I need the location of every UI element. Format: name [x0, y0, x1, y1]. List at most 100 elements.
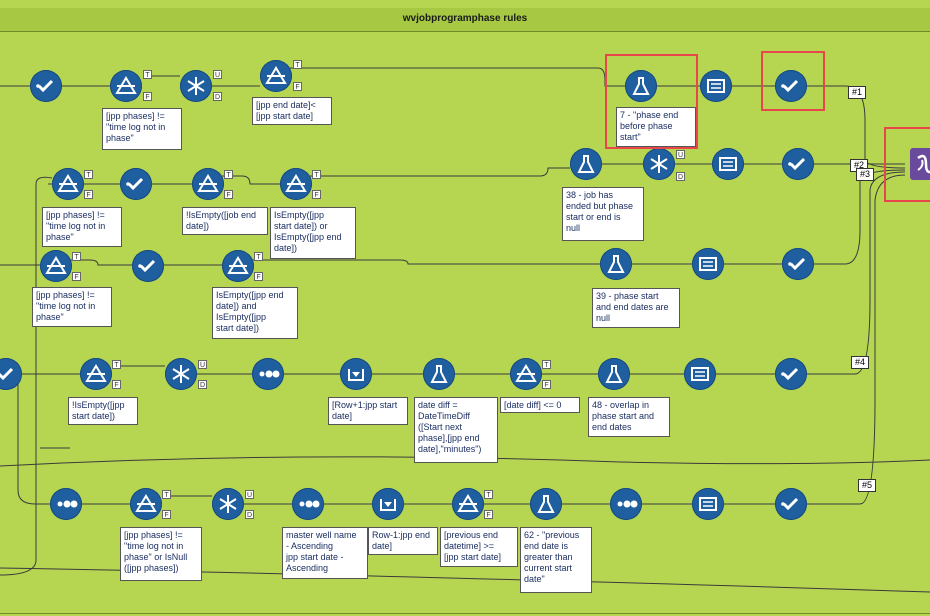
formula-icon[interactable] — [530, 488, 562, 520]
check-icon[interactable] — [120, 168, 152, 200]
check-icon[interactable] — [782, 148, 814, 180]
tool-annotation: !IsEmpty([job end date]) — [182, 207, 268, 235]
dup-anchor[interactable]: D — [245, 510, 254, 519]
formula-icon[interactable] — [423, 358, 455, 390]
check-icon[interactable] — [782, 248, 814, 280]
tool-annotation: [date diff] <= 0 — [500, 397, 580, 413]
unique-anchor[interactable]: U — [198, 360, 207, 369]
sample-icon[interactable] — [610, 488, 642, 520]
browse-icon[interactable] — [684, 358, 716, 390]
unique-anchor[interactable]: U — [245, 490, 254, 499]
check-icon[interactable] — [132, 250, 164, 282]
false-anchor[interactable]: F — [542, 380, 551, 389]
unique-icon[interactable] — [212, 488, 244, 520]
unique-anchor[interactable]: U — [676, 150, 685, 159]
formula-icon[interactable] — [598, 358, 630, 390]
check-icon[interactable] — [775, 358, 807, 390]
tool-annotation: [jpp phases] != "time log not in phase" — [32, 287, 112, 327]
formula-icon[interactable] — [625, 70, 657, 102]
browse-icon[interactable] — [692, 488, 724, 520]
sample-icon[interactable] — [50, 488, 82, 520]
formula-icon[interactable] — [570, 148, 602, 180]
true-anchor[interactable]: T — [542, 360, 551, 369]
container-title-bar[interactable]: wvjobprogramphase rules — [0, 8, 930, 32]
false-anchor[interactable]: F — [254, 272, 263, 281]
filter-icon[interactable] — [222, 250, 254, 282]
sample-icon[interactable] — [292, 488, 324, 520]
false-anchor[interactable]: F — [484, 510, 493, 519]
highlight-box — [605, 54, 698, 149]
tool-annotation: IsEmpty([jpp start date]) or IsEmpty([jp… — [270, 207, 356, 259]
dup-anchor[interactable]: D — [213, 92, 222, 101]
container-title: wvjobprogramphase rules — [402, 13, 528, 24]
browse-icon[interactable] — [712, 148, 744, 180]
multirow-icon[interactable] — [340, 358, 372, 390]
tool-annotation: 62 - "previous end date is greater than … — [520, 527, 592, 593]
true-anchor[interactable]: T — [84, 170, 93, 179]
tool-annotation: [jpp phases] != "time log not in phase" — [42, 207, 122, 247]
true-anchor[interactable]: T — [112, 360, 121, 369]
filter-icon[interactable] — [510, 358, 542, 390]
highlight-box — [761, 51, 825, 111]
browse-icon[interactable] — [700, 70, 732, 102]
false-anchor[interactable]: F — [143, 92, 152, 101]
tool-annotation: master well name - Ascending jpp start d… — [282, 527, 368, 579]
tool-annotation: 39 - phase start and end dates are null — [592, 288, 680, 328]
connection-badge: #5 — [858, 479, 877, 492]
check-icon[interactable] — [0, 358, 22, 390]
filter-icon[interactable] — [192, 168, 224, 200]
unique-icon[interactable] — [643, 148, 675, 180]
filter-icon[interactable] — [452, 488, 484, 520]
highlight-box — [884, 127, 930, 202]
true-anchor[interactable]: T — [484, 490, 493, 499]
dup-anchor[interactable]: D — [198, 380, 207, 389]
connection-badge: #4 — [851, 356, 870, 369]
filter-icon[interactable] — [110, 70, 142, 102]
tool-annotation: [previous end datetime] >= [jpp start da… — [440, 527, 518, 567]
false-anchor[interactable]: F — [162, 510, 171, 519]
filter-icon[interactable] — [280, 168, 312, 200]
unique-anchor[interactable]: U — [213, 70, 222, 79]
tool-annotation: [jpp phases] != "time log not in phase" … — [120, 527, 202, 581]
tool-annotation: date diff = DateTimeDiff ([Start next ph… — [414, 397, 498, 463]
browse-icon[interactable] — [692, 248, 724, 280]
check-icon[interactable] — [775, 70, 807, 102]
filter-icon[interactable] — [80, 358, 112, 390]
tool-annotation: [jpp end date]< [jpp start date] — [252, 97, 332, 125]
tool-annotation: IsEmpty([jpp end date]) and IsEmpty([jpp… — [212, 287, 298, 339]
false-anchor[interactable]: F — [84, 190, 93, 199]
connection-badge: #3 — [856, 168, 875, 181]
false-anchor[interactable]: F — [112, 380, 121, 389]
sample-icon[interactable] — [252, 358, 284, 390]
false-anchor[interactable]: F — [72, 272, 81, 281]
tool-annotation: 38 - job has ended but phase start or en… — [562, 187, 644, 241]
unique-icon[interactable] — [180, 70, 212, 102]
filter-icon[interactable] — [130, 488, 162, 520]
true-anchor[interactable]: T — [143, 70, 152, 79]
tool-annotation: 7 - "phase end before phase start" — [616, 107, 696, 147]
filter-icon[interactable] — [260, 60, 292, 92]
dup-anchor[interactable]: D — [676, 172, 685, 181]
filter-icon[interactable] — [40, 250, 72, 282]
check-icon[interactable] — [30, 70, 62, 102]
tool-annotation: Row-1:jpp end date] — [368, 527, 438, 555]
true-anchor[interactable]: T — [162, 490, 171, 499]
filter-icon[interactable] — [52, 168, 84, 200]
check-icon[interactable] — [775, 488, 807, 520]
true-anchor[interactable]: T — [224, 170, 233, 179]
tool-annotation: [jpp phases] != "time log not in phase" — [102, 108, 182, 150]
union-icon[interactable] — [910, 148, 930, 180]
tool-annotation: !IsEmpty([jpp start date]) — [68, 397, 138, 425]
true-anchor[interactable]: T — [254, 252, 263, 261]
multirow-icon[interactable] — [372, 488, 404, 520]
true-anchor[interactable]: T — [72, 252, 81, 261]
true-anchor[interactable]: T — [312, 170, 321, 179]
false-anchor[interactable]: F — [293, 82, 302, 91]
false-anchor[interactable]: F — [224, 190, 233, 199]
true-anchor[interactable]: T — [293, 60, 302, 69]
formula-icon[interactable] — [600, 248, 632, 280]
tool-annotation: [Row+1:jpp start date] — [328, 397, 408, 425]
connection-badge: #1 — [848, 86, 867, 99]
unique-icon[interactable] — [165, 358, 197, 390]
false-anchor[interactable]: F — [312, 190, 321, 199]
